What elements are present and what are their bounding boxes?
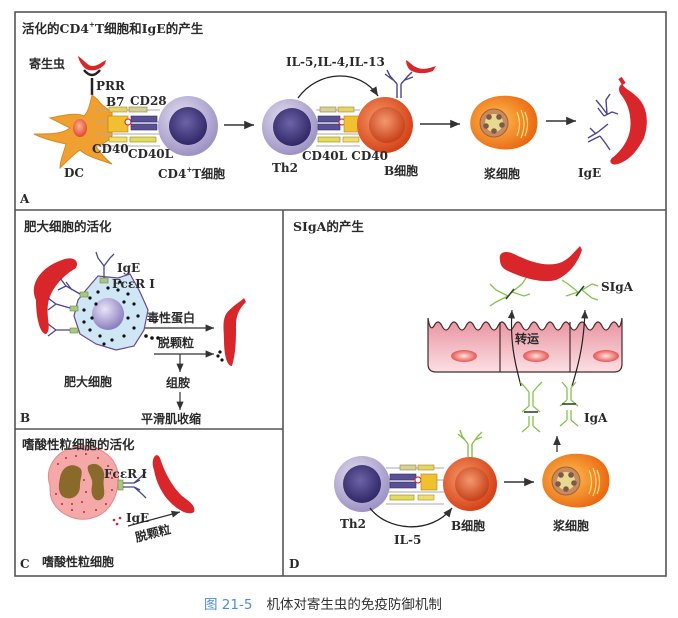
label-cd40l: CD40L: [128, 147, 174, 161]
panel-letter-d: D: [289, 557, 300, 571]
label-dc: DC: [64, 166, 84, 180]
parasite-icon: [610, 84, 647, 165]
panel-d-artwork: [334, 246, 623, 528]
panel-b-artwork: [33, 251, 246, 410]
parasite-icon: [78, 56, 106, 71]
label-th2: Th2: [340, 517, 367, 531]
costimulatory-molecules-icon: [96, 106, 160, 147]
panel-a-title-pre: 活化的CD4: [22, 21, 89, 36]
label-plasma-cell: 浆细胞: [484, 167, 521, 181]
label-fceri: FcεR Ⅰ: [104, 467, 147, 481]
cytokine-arrow: [297, 75, 379, 99]
iga-antibody-icon: [519, 381, 579, 433]
epithelium-icon: [427, 317, 623, 373]
th2-b-molecules-icon: [316, 106, 361, 147]
fceri-ige-complex-icon: [47, 251, 115, 337]
label-smooth-muscle: 平滑肌收缩: [141, 412, 202, 426]
label-histamine: 组胺: [166, 376, 191, 390]
panel-a-title-sup: +: [89, 20, 95, 29]
label-cd4-post: T细胞: [192, 167, 226, 181]
label-fceri: FcεR Ⅰ: [112, 277, 155, 291]
fceri-receptor-icon: [117, 479, 124, 491]
b-cell-nucleus-icon: [455, 467, 489, 501]
epithelial-nucleus-icon: [523, 350, 549, 362]
panel-letter-c: C: [20, 557, 30, 571]
parasite-icon: [406, 60, 436, 74]
outer-border: [14, 11, 667, 577]
label-b7: B7: [106, 95, 125, 109]
mast-nucleus-icon: [92, 298, 124, 330]
eosinophil-icon: [48, 445, 119, 520]
label-th2: Th2: [272, 161, 299, 175]
label-cytokines: IL-5,IL-4,IL-13: [286, 55, 385, 69]
label-cd4-pre: CD4: [158, 167, 187, 181]
caption-text: 机体对寄生虫的免疫防御机制: [266, 597, 442, 613]
label-toxic-protein: 毒性蛋白: [147, 311, 196, 325]
panel-d-title: SIgA的产生: [293, 219, 364, 234]
dendritic-cell-icon: [33, 94, 113, 170]
siga-antibody-icon: [489, 277, 599, 307]
label-il5: IL-5: [394, 533, 422, 547]
label-b-cell: B细胞: [451, 519, 486, 533]
label-ige: IgE: [126, 511, 150, 525]
parasite-icon: [223, 298, 246, 366]
panel-c-title: 嗜酸性粒细胞的活化: [22, 437, 135, 452]
transport-arrow: [571, 309, 589, 387]
b-cell-nucleus-icon: [369, 107, 405, 143]
arrow-degranulation: [127, 510, 181, 527]
b-cell-receptor-icon: [457, 429, 483, 457]
label-cd4-t-cell: CD4+T细胞: [158, 166, 225, 180]
label-degranulation: 脱颗粒: [158, 336, 195, 350]
epithelial-nucleus-icon: [593, 350, 619, 362]
panel-borders: [14, 11, 667, 577]
epithelial-nucleus-icon: [451, 350, 477, 362]
panel-letter-a: A: [20, 192, 30, 206]
label-mast-cell: 肥大细胞: [64, 375, 113, 389]
prr-receptor-icon: [83, 69, 101, 95]
figure-caption: 图 21-5 机体对寄生虫的免疫防御机制: [204, 593, 442, 613]
transport-arrow: [507, 309, 522, 387]
parasite-icon: [499, 246, 582, 282]
eosinophil-nucleus-icon: [58, 463, 105, 501]
label-transport: 转运: [515, 332, 540, 346]
label-cd40: CD40: [92, 142, 129, 156]
label-siga: SIgA: [601, 280, 633, 294]
label-iga: IgA: [584, 411, 608, 425]
panel-a-artwork: [33, 56, 647, 170]
ige-antibody-icon: [123, 471, 147, 499]
panel-a-title-post: T细胞和IgE的产生: [94, 21, 204, 36]
il5-arrow: [369, 507, 453, 528]
label-ige: IgE: [578, 166, 602, 180]
parasite-icon: [152, 455, 195, 514]
label-cd28: CD28: [130, 94, 167, 108]
parasite-icon: [33, 258, 78, 334]
th2-nucleus-icon: [273, 108, 311, 146]
cd4-t-cell-nucleus-icon: [169, 107, 207, 145]
b-cell-receptor-icon: [384, 69, 414, 98]
label-b-cell: B细胞: [384, 164, 419, 178]
label-cd40l-cd40: CD40L CD40: [302, 149, 388, 163]
th2-b-molecules-icon: [386, 464, 444, 505]
label-eosinophil: 嗜酸性粒细胞: [42, 555, 115, 569]
mast-granules-icon: [82, 280, 160, 346]
panel-letter-b: B: [20, 411, 31, 425]
dc-nucleus-icon: [73, 119, 87, 137]
th2-nucleus-icon: [343, 465, 381, 503]
label-parasite: 寄生虫: [29, 57, 66, 71]
label-plasma-cell: 浆细胞: [553, 519, 590, 533]
label-cd4-sup: +: [186, 165, 193, 174]
caption-number: 图 21-5: [204, 597, 253, 613]
panel-a-title: 活化的CD4+T细胞和IgE的产生: [22, 21, 203, 36]
ige-antibody-icon: [587, 93, 619, 151]
label-ige: IgE: [117, 261, 141, 275]
eosinophil-granules-icon: [55, 453, 122, 526]
label-prr: PRR: [96, 79, 125, 93]
panel-c-artwork: [48, 445, 195, 527]
panel-b-title: 肥大细胞的活化: [24, 219, 112, 234]
